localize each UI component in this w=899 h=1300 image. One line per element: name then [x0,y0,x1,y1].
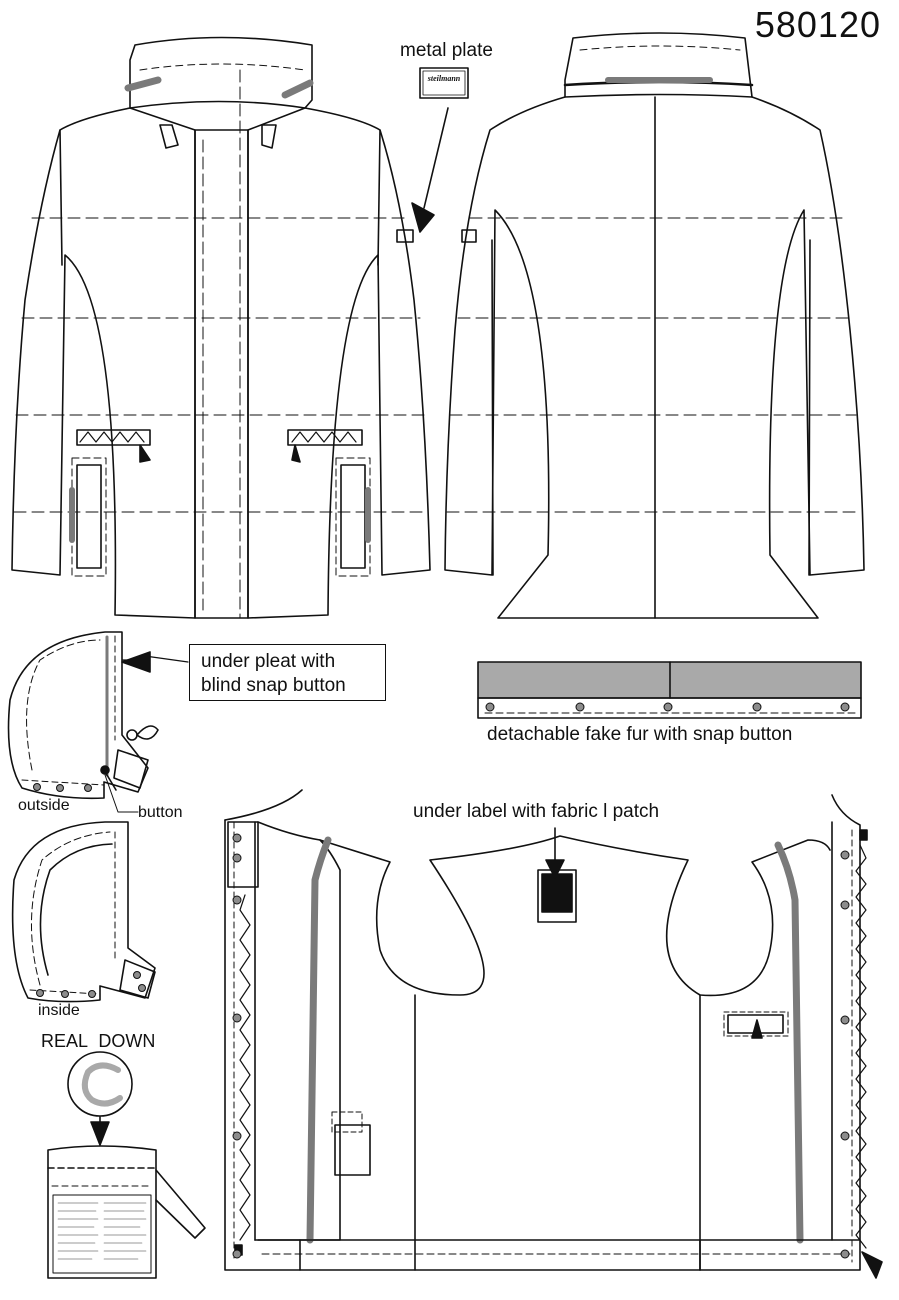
front-jacket-view [11,36,431,619]
real-down-arrow [90,1121,110,1146]
inside-jacket-view [224,789,883,1279]
back-jacket-view [444,32,865,619]
under-label-caption: under label with fabric l patch [413,801,660,822]
front-collar [129,36,313,109]
real-down-icon [67,1051,133,1117]
pleat-arrow [121,651,151,673]
hood-outside-label: outside [18,797,70,814]
care-label-tag [47,1145,157,1279]
back-collar [564,32,753,98]
detachable-fur [477,661,862,719]
under-pleat-callout-box: under pleat with blind snap button [189,644,386,701]
metal-plate-icon [419,67,469,99]
front-left-panel [11,107,196,619]
metal-plate-arrow [411,202,435,233]
plate-brand-text: steilmann [427,74,461,83]
real-down-label: REAL DOWN [41,1031,156,1051]
under-pleat-text-line1: under pleat with [201,651,336,672]
front-right-panel [247,107,431,619]
under-label-arrow [545,859,565,879]
hood-outside [7,631,189,813]
metal-plate-label: metal plate [400,40,493,61]
hood-inside-label: inside [38,1002,80,1019]
back-body [444,96,865,619]
under-pleat-text-line2: blind snap button [201,675,346,696]
fur-caption: detachable fake fur with snap button [487,724,793,745]
style-number: 580120 [754,4,881,45]
button-label: button [138,804,183,821]
